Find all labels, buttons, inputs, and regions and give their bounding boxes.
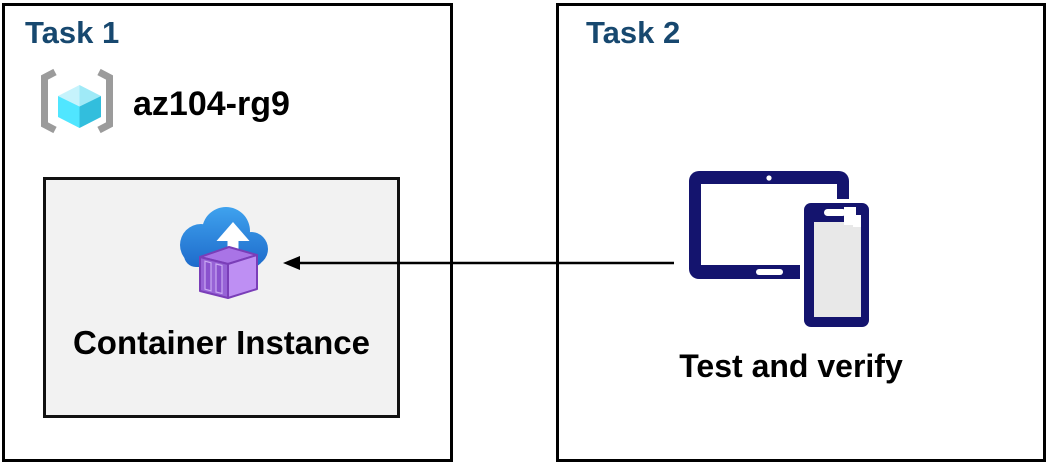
tablet-home-button (756, 269, 783, 275)
tablet-phone-icon (689, 171, 873, 331)
bracket-left (41, 68, 57, 134)
phone-screen (814, 222, 861, 317)
resource-group-name: az104-rg9 (133, 85, 290, 123)
task2-box: Task 2 Test and verify (556, 3, 1046, 462)
cube-glyph (58, 85, 101, 128)
task1-box: Task 1 az104-rg9 (2, 3, 453, 462)
phone-speaker (824, 209, 846, 216)
tablet-camera-dot (766, 175, 772, 181)
container-instance-label: Container Instance (72, 324, 371, 361)
task2-title: Task 2 (586, 15, 681, 50)
phone-icon (800, 199, 873, 331)
container-instance-box: Container Instance (43, 177, 400, 418)
test-and-verify-label: Test and verify (679, 348, 903, 384)
container-box-shape (199, 246, 258, 299)
container-instances-icon (180, 207, 268, 299)
bracket-right (97, 68, 113, 134)
task1-title: Task 1 (25, 15, 120, 50)
resource-group-icon (41, 68, 113, 134)
